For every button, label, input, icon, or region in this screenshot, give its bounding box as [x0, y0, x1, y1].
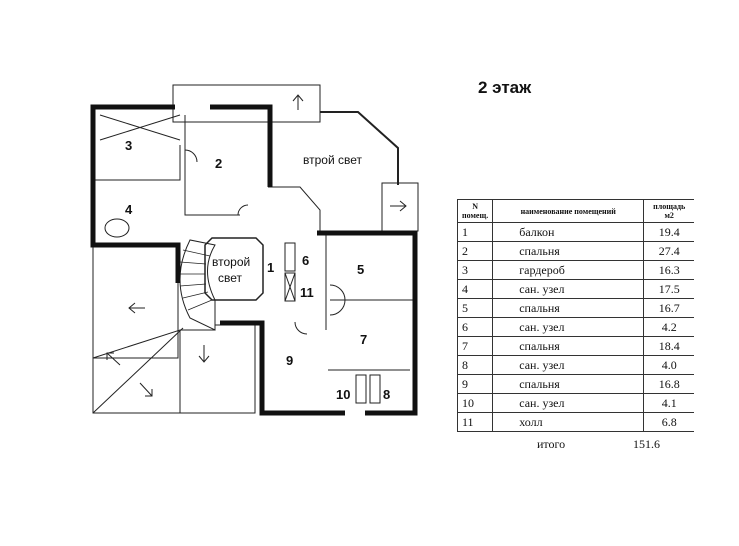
staircase: [179, 239, 216, 331]
room-area: 16.8: [643, 374, 695, 394]
room-number: 10: [456, 393, 494, 413]
room-2-label: 2: [215, 156, 222, 171]
terrace-left: [92, 244, 179, 359]
room-7-label: 7: [360, 332, 367, 347]
room-area: 18.4: [643, 336, 695, 356]
room-number: 3: [456, 260, 494, 280]
arrow-up-icon: [292, 94, 304, 110]
room-number: 11: [456, 412, 494, 432]
balcony-right: [381, 182, 419, 232]
exterior-walls: [90, 104, 418, 416]
room-9-label: 9: [286, 353, 293, 368]
total-value: 151.6: [633, 437, 660, 451]
wall-2: [184, 115, 240, 216]
floor-title: 2 этаж: [478, 78, 532, 97]
room-number: 5: [456, 298, 494, 318]
center-light-label-2: свет: [218, 271, 243, 285]
room-number: 7: [456, 336, 494, 356]
room-area: 4.1: [643, 393, 695, 413]
total-label: итого: [537, 437, 566, 451]
room-area-table: N помещ. наименование помещений площадь …: [456, 199, 695, 432]
room-4-label: 4: [125, 202, 133, 217]
room-number: 2: [456, 241, 494, 261]
room-area: 17.5: [643, 279, 695, 299]
arrow-down-icon: [198, 345, 210, 363]
room-5-label: 5: [357, 262, 364, 277]
balcony-top: [172, 84, 321, 123]
header-number: N помещ.: [456, 199, 494, 223]
wall-3-4: [93, 145, 181, 181]
room-name: гардероб: [492, 260, 645, 280]
room-1-label: 1: [267, 260, 274, 275]
arrow-left-icon: [128, 302, 145, 314]
room-name: спальня: [492, 241, 645, 261]
wall-hall: [268, 186, 321, 233]
room-area: 16.3: [643, 260, 695, 280]
room-11-label: 11: [300, 285, 314, 300]
room-3-label: 3: [125, 138, 132, 153]
terrace-bottom: [180, 324, 256, 414]
room-name: сан. узел: [492, 393, 645, 413]
room-6-label: 6: [302, 253, 309, 268]
upper-light-label: втрой свет: [303, 153, 363, 167]
room-area: 6.8: [643, 412, 695, 432]
table-header: N помещ. наименование помещений площадь …: [456, 199, 695, 223]
room-number: 6: [456, 317, 494, 337]
room-name: спальня: [492, 374, 645, 394]
room-name: спальня: [492, 336, 645, 356]
room-name: спальня: [492, 298, 645, 318]
arrow-right-icon: [390, 200, 407, 212]
header-area: площадь м2: [643, 199, 695, 223]
room-name: сан. узел: [492, 317, 645, 337]
center-light-label-1: второй: [212, 255, 250, 269]
room-area: 4.2: [643, 317, 695, 337]
room-8-label: 8: [383, 387, 390, 402]
center-light-octagon: [204, 237, 264, 301]
header-room-name: наименование помещений: [492, 199, 645, 223]
room-name: сан. узел: [492, 279, 645, 299]
room-area: 27.4: [643, 241, 695, 261]
room-area: 4.0: [643, 355, 695, 375]
room-name: сан. узел: [492, 355, 645, 375]
room-area: 16.7: [643, 298, 695, 318]
room-area: 19.4: [643, 222, 695, 242]
arrow-diag-up-icon: [106, 352, 121, 366]
room-number: 8: [456, 355, 494, 375]
room-number: 9: [456, 374, 494, 394]
room-number: 1: [456, 222, 494, 242]
upper-light-outline: [320, 111, 399, 185]
room-10-label: 10: [336, 387, 350, 402]
room-name: холл: [492, 412, 645, 432]
room-number: 4: [456, 279, 494, 299]
arrow-diag-down-icon: [139, 382, 153, 397]
room-name: балкон: [492, 222, 645, 242]
